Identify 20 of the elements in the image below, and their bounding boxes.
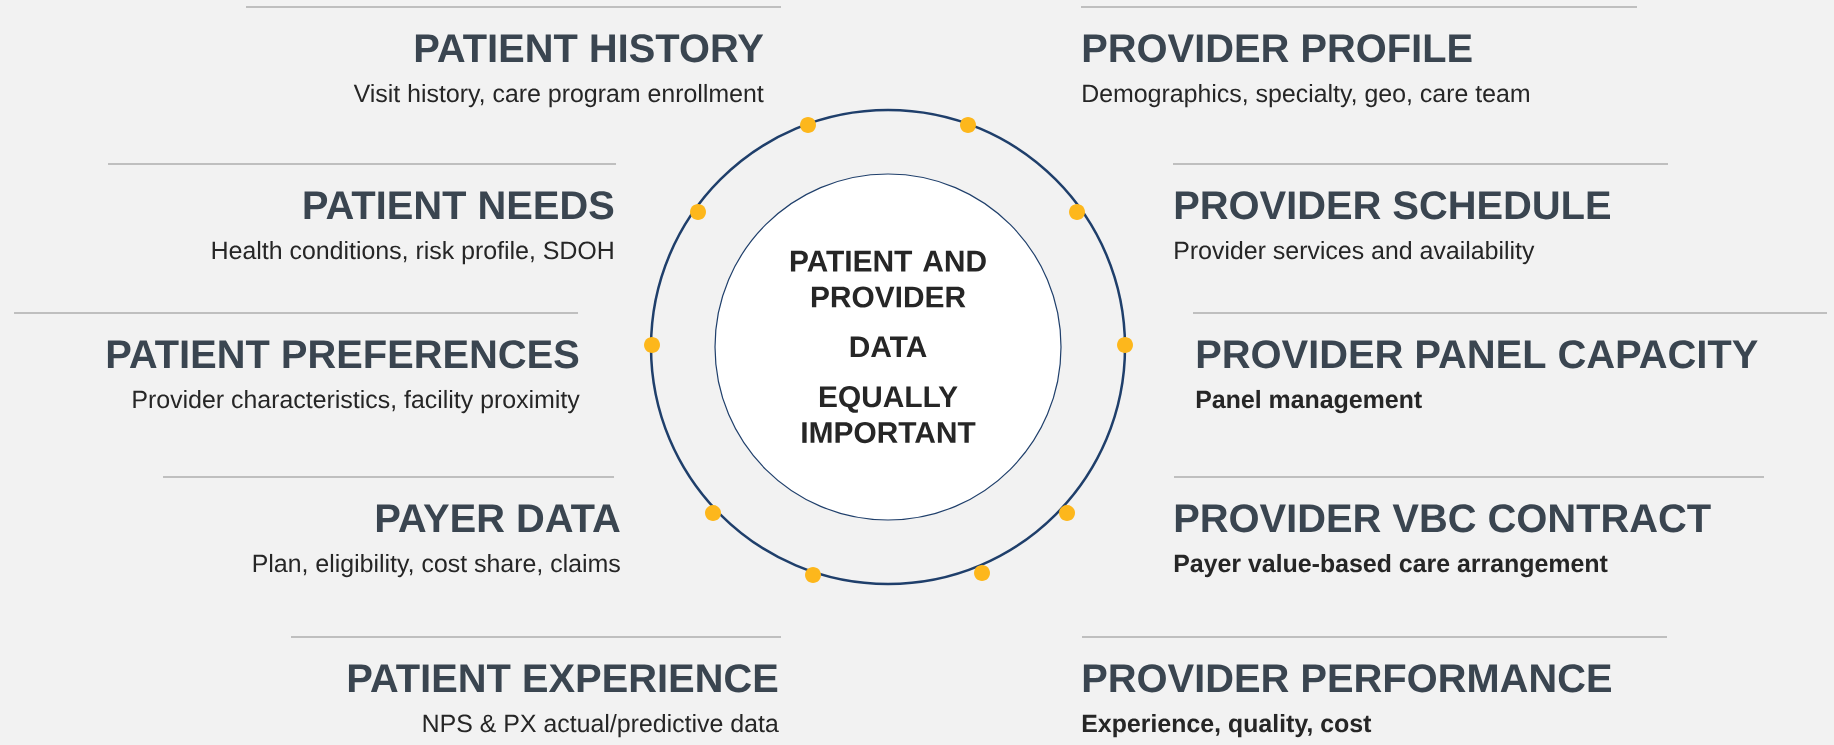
section-heading: PROVIDER VBC CONTRACT	[1175, 504, 1711, 533]
section-heading: PROVIDER SCHEDULE	[1175, 191, 1610, 220]
section-description: Provider services and availability	[1175, 240, 1535, 265]
section-description: Visit history, care program enrollment	[353, 83, 764, 108]
section-description: Plan, eligibility, cost share, claims	[253, 553, 620, 578]
section-description: Experience, quality, cost	[1082, 713, 1372, 738]
section-description: Demographics, specialty, geo, care team	[1083, 83, 1529, 108]
section-heading: PROVIDER PROFILE	[1083, 34, 1472, 63]
section-description: Payer value-based care arrangement	[1174, 553, 1608, 578]
section-heading: PROVIDER PERFORMANCE	[1083, 664, 1611, 693]
section-heading: PAYER DATA	[376, 504, 620, 532]
section-heading: PATIENT HISTORY	[415, 34, 764, 63]
section-heading: PATIENT NEEDS	[304, 191, 614, 220]
section-description: Health conditions, risk profile, SDOH	[212, 240, 613, 265]
section-description: Provider characteristics, facility proximity	[133, 389, 580, 414]
section-description: NPS & PX actual/predictive data	[423, 713, 779, 738]
section-heading: PROVIDER PANEL CAPACITY	[1197, 340, 1758, 369]
section-description: Panel management	[1196, 389, 1422, 414]
section-heading: PATIENT PREFERENCES	[107, 340, 579, 369]
section-heading: PATIENT EXPERIENCE	[348, 664, 778, 693]
